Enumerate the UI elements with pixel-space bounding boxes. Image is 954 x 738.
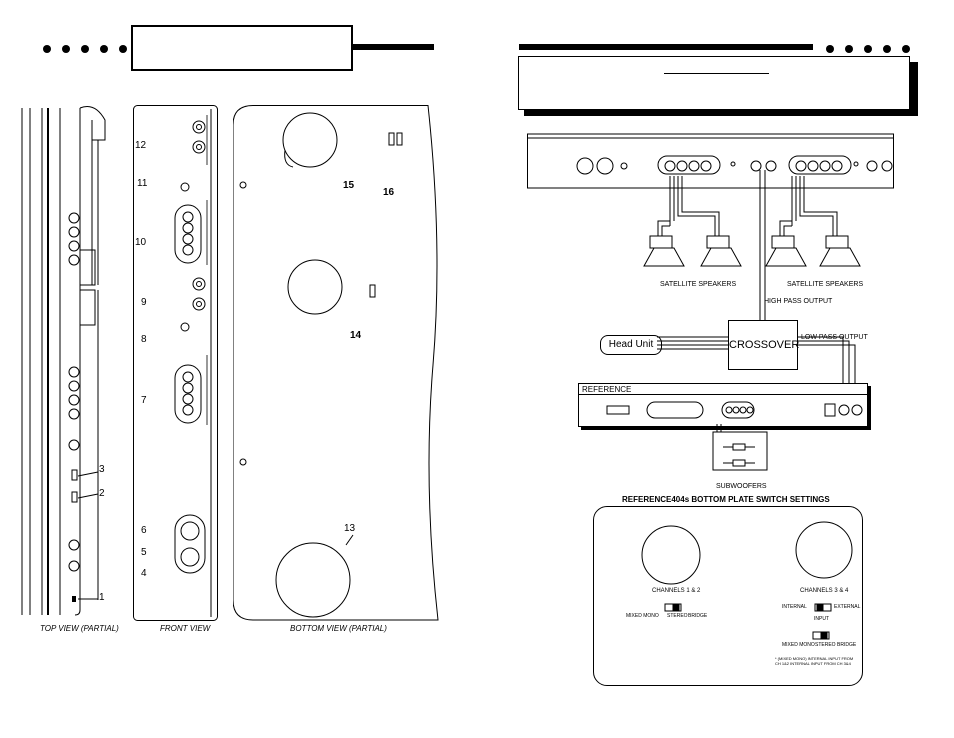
title-underline	[664, 73, 769, 74]
amp-brand: REFERENCE	[582, 385, 632, 394]
callout-5: 5	[141, 547, 147, 558]
settings-internal: INTERNAL	[782, 604, 807, 610]
crossover-label: CROSSOVER	[729, 339, 800, 351]
head-unit-box: Head Unit	[600, 335, 662, 355]
callout-3: 3	[99, 464, 105, 475]
satellite-speakers-left: SATELLITE SPEAKERS	[660, 281, 737, 288]
low-pass-output-label: LOW PASS OUTPUT	[801, 334, 868, 341]
front-view-drawing	[133, 105, 218, 621]
settings-ch12-title: CHANNELS 1 & 2	[652, 588, 701, 594]
amp-front-panel	[527, 133, 894, 189]
top-view-label: TOP VIEW (PARTIAL)	[40, 624, 119, 633]
settings-ch34-bridge: BRIDGE	[837, 642, 857, 648]
callout-13: 13	[344, 523, 356, 534]
callout-10: 10	[135, 237, 147, 248]
callout-7: 7	[141, 395, 147, 406]
reference-amp: REFERENCE	[578, 383, 868, 427]
callout-15: 15	[343, 180, 355, 191]
subwoofers-label: SUBWOOFERS	[716, 483, 767, 490]
switch-settings-drawing	[641, 521, 853, 640]
callout-2: 2	[99, 488, 105, 499]
settings-ch34-stereo: STEREO	[815, 642, 836, 648]
left-header-dots	[42, 41, 127, 53]
callout-16: 16	[383, 187, 395, 198]
callout-12: 12	[135, 140, 147, 151]
switch-settings-title: REFERENCE404s BOTTOM PLATE SWITCH SETTIN…	[622, 495, 830, 504]
front-view-label: FRONT VIEW	[160, 624, 211, 633]
settings-input: INPUT	[814, 616, 829, 622]
high-pass-output-label: HIGH PASS OUTPUT	[764, 298, 833, 305]
amp-panel-detail	[606, 401, 863, 419]
callout-8: 8	[141, 334, 147, 345]
callout-9: 9	[141, 297, 147, 308]
left-header-box	[131, 25, 353, 71]
left-header-bar	[350, 44, 434, 50]
callout-6: 6	[141, 525, 147, 536]
subwoofer-box	[712, 424, 768, 471]
settings-ch34-mixed-mono: MIXED MONO	[782, 642, 815, 648]
bottom-view-label: BOTTOM VIEW (PARTIAL)	[290, 624, 387, 633]
callout-4: 4	[141, 568, 147, 579]
right-header-dots	[825, 41, 910, 53]
switch-settings-panel	[593, 506, 863, 686]
callout-11: 11	[137, 178, 148, 189]
settings-ch12-bridge: BRIDGE	[688, 613, 708, 619]
settings-ch12-stereo: STEREO	[667, 613, 688, 619]
callout-1: 1	[99, 592, 105, 603]
settings-ch12-mixed-mono: MIXED MONO	[626, 613, 659, 619]
top-view-drawing	[21, 106, 106, 616]
satellite-speakers-right: SATELLITE SPEAKERS	[787, 281, 864, 288]
settings-external: EXTERNAL	[834, 604, 861, 610]
right-title-box	[518, 56, 910, 110]
top-view-small-switches	[71, 469, 78, 602]
dot-row-left	[43, 45, 127, 53]
head-unit-label: Head Unit	[608, 339, 654, 350]
callout-14: 14	[350, 330, 362, 341]
dot-row-right	[826, 45, 910, 53]
right-header-bar	[519, 44, 813, 50]
satellite-wiring	[643, 176, 861, 267]
crossover-box: CROSSOVER	[728, 320, 800, 370]
settings-ch34-title: CHANNELS 3 & 4	[800, 588, 849, 594]
bottom-view-drawing	[233, 105, 439, 621]
amp-divider	[579, 394, 867, 395]
settings-note: * (MIXED MONO) INTERNAL INPUT FROM CH 1&…	[775, 656, 854, 666]
